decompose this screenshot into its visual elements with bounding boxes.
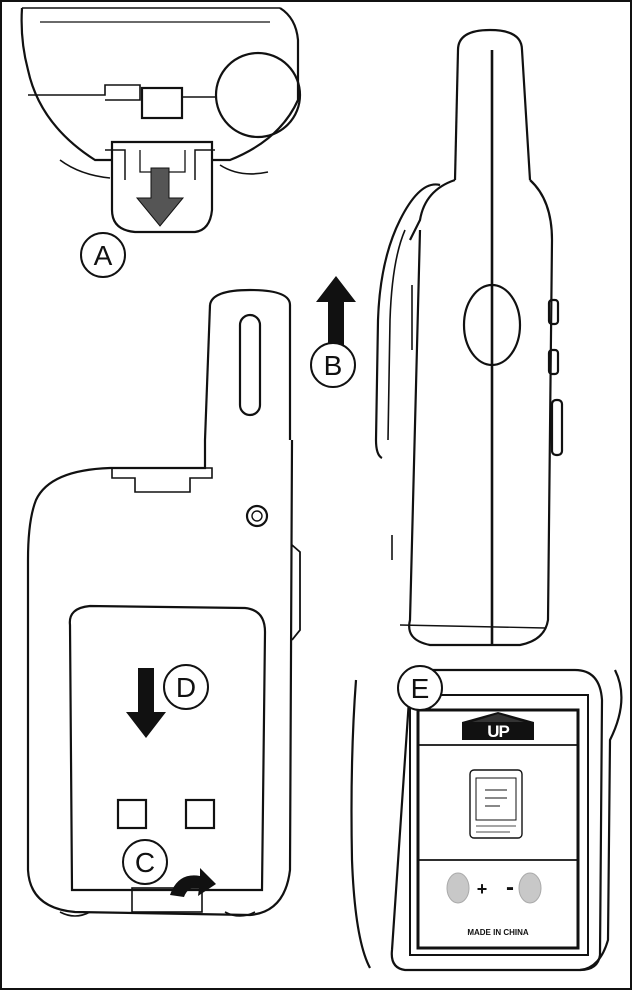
battery-label-inner [475, 777, 517, 821]
battery-pack [416, 708, 580, 950]
cover-slot-right [184, 798, 216, 830]
label-c: C [122, 839, 168, 885]
side-key-ptt [550, 398, 564, 457]
battery-label-icon [469, 769, 523, 839]
made-in-label: MADE IN CHINA [467, 928, 529, 937]
antenna-side [456, 28, 532, 181]
label-b: B [310, 342, 356, 388]
svg-text:B: B [324, 350, 343, 381]
svg-text:UP: UP [487, 722, 509, 741]
cover-tab [131, 887, 203, 913]
battery-cover [68, 604, 267, 892]
body-edge-left [350, 679, 371, 969]
radio-body-side [408, 179, 554, 647]
side-oval-button [462, 283, 522, 367]
panel-b-side-view [374, 28, 564, 647]
svg-text:A: A [94, 240, 113, 271]
radio-body-back [26, 439, 294, 917]
cover-slot-left [116, 798, 148, 830]
arrow-down-a [135, 167, 185, 227]
screw-hole [245, 504, 269, 528]
plus-sign: + [477, 879, 488, 899]
svg-text:D: D [176, 672, 196, 703]
clip-mount [111, 467, 213, 493]
curved-arrow-c [170, 868, 216, 897]
clip-latch [140, 86, 184, 120]
side-key-lower [547, 348, 560, 376]
svg-text:E: E [411, 673, 430, 704]
belt-clip-side [374, 183, 441, 459]
terminal-plus [446, 872, 470, 904]
compartment-inner [409, 694, 589, 956]
label-e: E [397, 665, 443, 711]
antenna-top-circle [214, 51, 302, 139]
svg-text:C: C [135, 847, 155, 878]
side-key-upper [547, 298, 560, 326]
body-edge-right [579, 669, 623, 972]
antenna-slot [238, 313, 262, 417]
arrow-down-d [126, 668, 166, 738]
antenna-back [208, 288, 292, 440]
up-arrow-banner: UP [462, 712, 534, 741]
terminal-minus [518, 872, 542, 904]
arrow-up-b [316, 276, 356, 345]
label-d: D [163, 664, 209, 710]
clip-slot [28, 84, 141, 101]
panel-cd-back-view [26, 288, 301, 917]
label-a: A [80, 232, 126, 278]
minus-sign: - [506, 874, 514, 901]
